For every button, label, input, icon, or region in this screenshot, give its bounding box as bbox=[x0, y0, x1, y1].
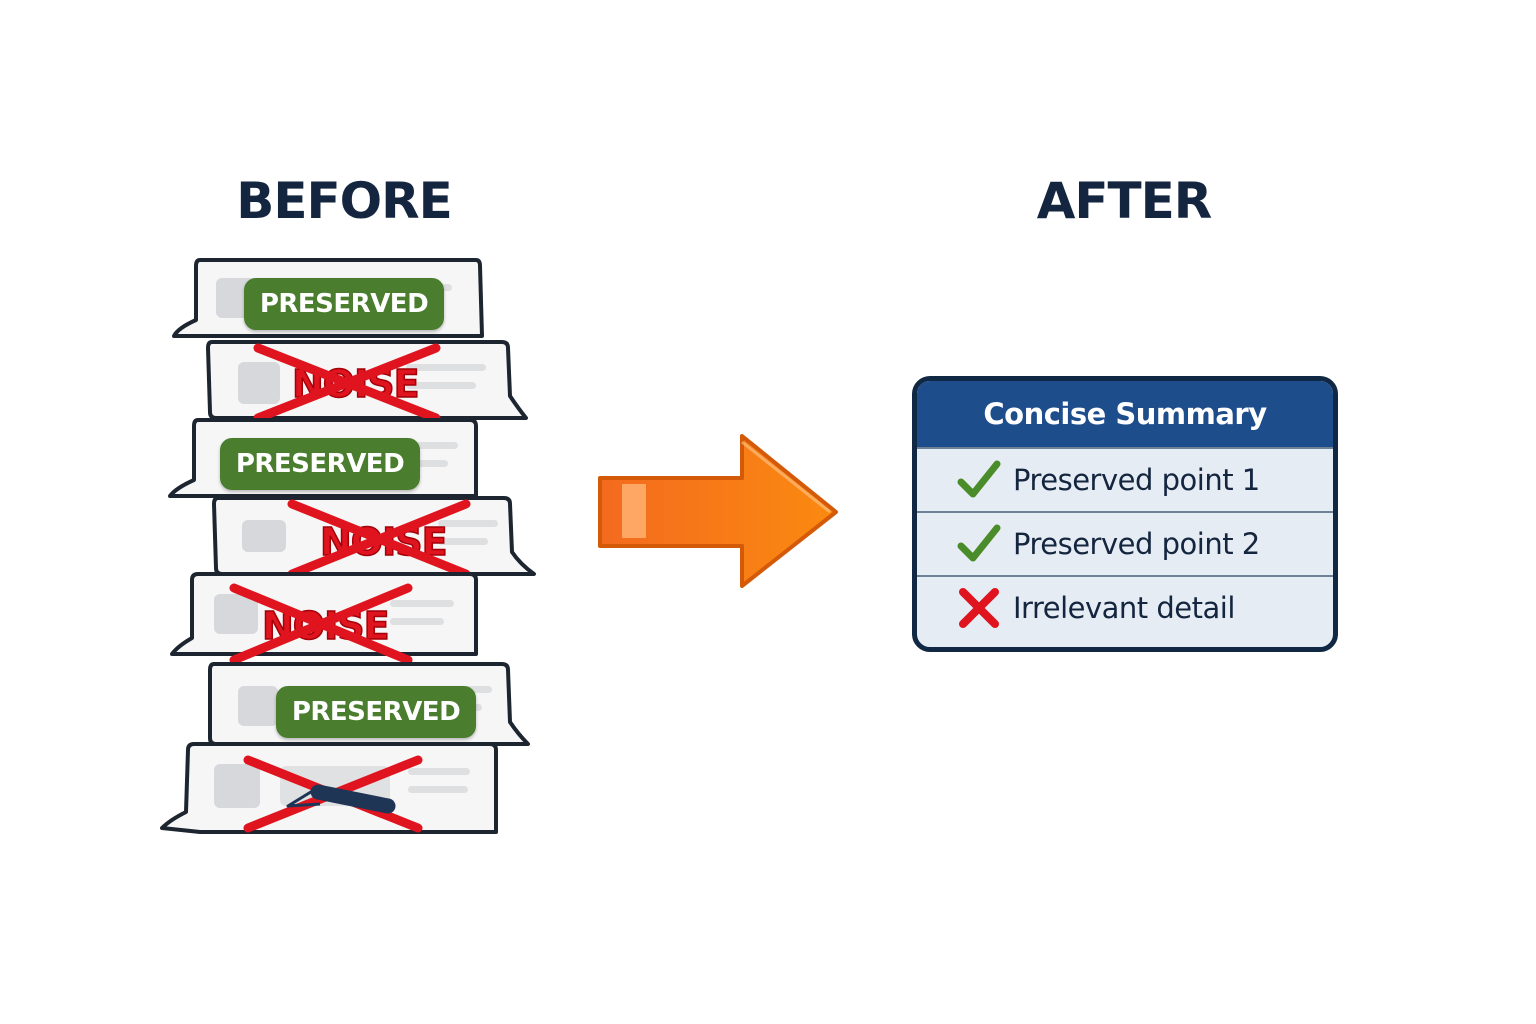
text-line-placeholder bbox=[408, 768, 470, 775]
message-bubble: NOISE bbox=[206, 338, 566, 433]
message-bubble: NOISE bbox=[170, 570, 530, 665]
preserved-label: PRESERVED bbox=[244, 278, 444, 330]
summary-row: Irrelevant detail bbox=[917, 575, 1333, 639]
transform-arrow-icon bbox=[598, 434, 838, 588]
message-bubble: PRESERVED bbox=[172, 256, 532, 351]
text-line-placeholder bbox=[390, 618, 444, 625]
cross-icon bbox=[959, 588, 999, 628]
text-line-placeholder bbox=[390, 600, 454, 607]
summary-row: Preserved point 1 bbox=[917, 447, 1333, 511]
text-line-placeholder bbox=[406, 364, 486, 371]
text-line-placeholder bbox=[438, 538, 488, 545]
strike-x-icon bbox=[229, 583, 413, 665]
before-heading: BEFORE bbox=[236, 172, 453, 230]
summary-title: Concise Summary bbox=[917, 381, 1333, 447]
text-line-placeholder bbox=[388, 442, 458, 449]
text-line-placeholder bbox=[406, 382, 476, 389]
pencil-icon bbox=[286, 784, 396, 814]
summary-row-text: Preserved point 2 bbox=[1013, 527, 1260, 561]
strike-x-icon bbox=[287, 499, 471, 579]
avatar-placeholder bbox=[238, 362, 280, 404]
message-bubble: NOISE bbox=[212, 494, 572, 589]
preserved-label: PRESERVED bbox=[276, 686, 476, 738]
check-icon bbox=[957, 524, 1001, 562]
text-line-placeholder bbox=[408, 786, 468, 793]
after-heading: AFTER bbox=[1036, 172, 1213, 230]
summary-row-text: Preserved point 1 bbox=[1013, 463, 1260, 497]
summary-row-text: Irrelevant detail bbox=[1013, 591, 1235, 625]
message-bubble: PRESERVED bbox=[168, 416, 528, 511]
avatar-placeholder bbox=[214, 764, 260, 808]
avatar-placeholder bbox=[238, 686, 278, 726]
summary-card: Concise Summary Preserved point 1 Preser… bbox=[912, 376, 1338, 652]
message-bubble bbox=[160, 740, 520, 835]
avatar-placeholder bbox=[242, 520, 286, 552]
preserved-label: PRESERVED bbox=[220, 438, 420, 490]
strike-x-icon bbox=[253, 343, 441, 423]
summary-row: Preserved point 2 bbox=[917, 511, 1333, 575]
text-line-placeholder bbox=[438, 520, 498, 527]
message-bubble: PRESERVED bbox=[206, 660, 566, 755]
avatar-placeholder bbox=[214, 594, 258, 634]
check-icon bbox=[957, 460, 1001, 498]
